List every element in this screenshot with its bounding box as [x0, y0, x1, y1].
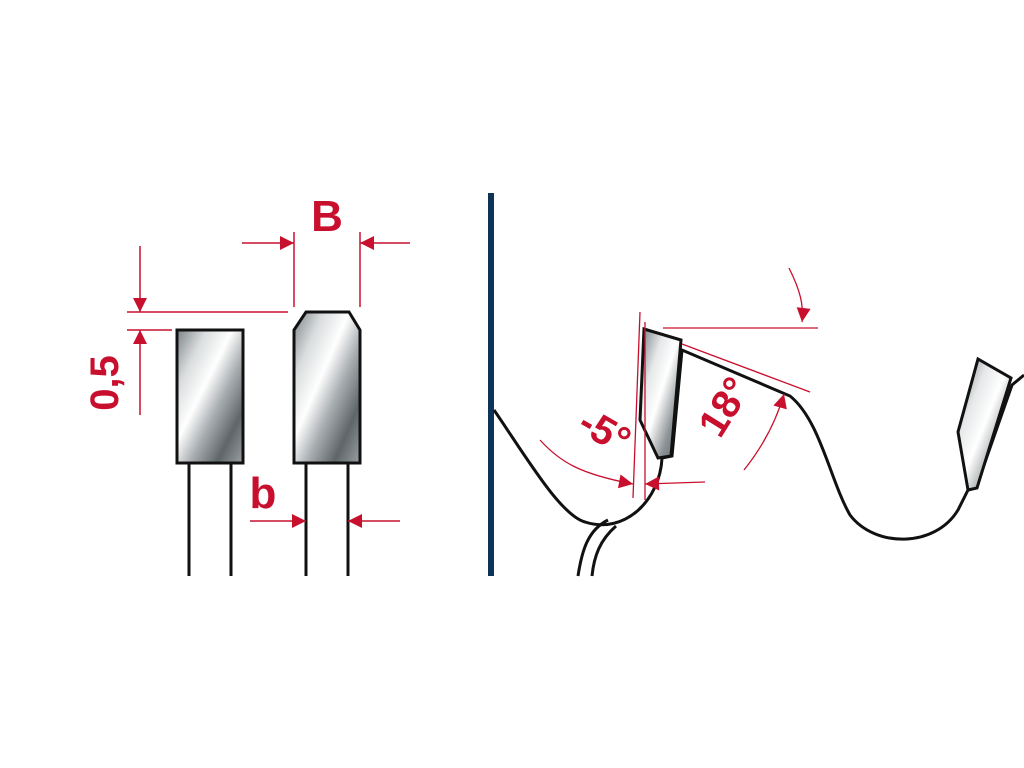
angle-construction-lines [632, 311, 818, 500]
label-kerf-width: B [311, 192, 343, 241]
label-body-thickness: b [250, 469, 277, 518]
dimension-kerf-width: B [242, 192, 410, 307]
chamfered-tooth [292, 310, 362, 576]
angle-clearance: 18° [690, 267, 811, 471]
carbide-tip-next [956, 356, 1013, 492]
label-clearance-angle: 18° [690, 370, 759, 445]
blade-profile [492, 347, 1024, 577]
label-hook-angle: -5° [571, 400, 638, 464]
carbide-tip-front [638, 327, 683, 460]
tooth-cross-sections [175, 310, 362, 576]
flat-tooth [175, 328, 245, 576]
dimension-chamfer-height: 0,5 [83, 246, 288, 415]
dimension-body-thickness: b [250, 469, 400, 528]
angle-hook: -5° [539, 400, 706, 491]
label-chamfer-height: 0,5 [83, 355, 127, 411]
